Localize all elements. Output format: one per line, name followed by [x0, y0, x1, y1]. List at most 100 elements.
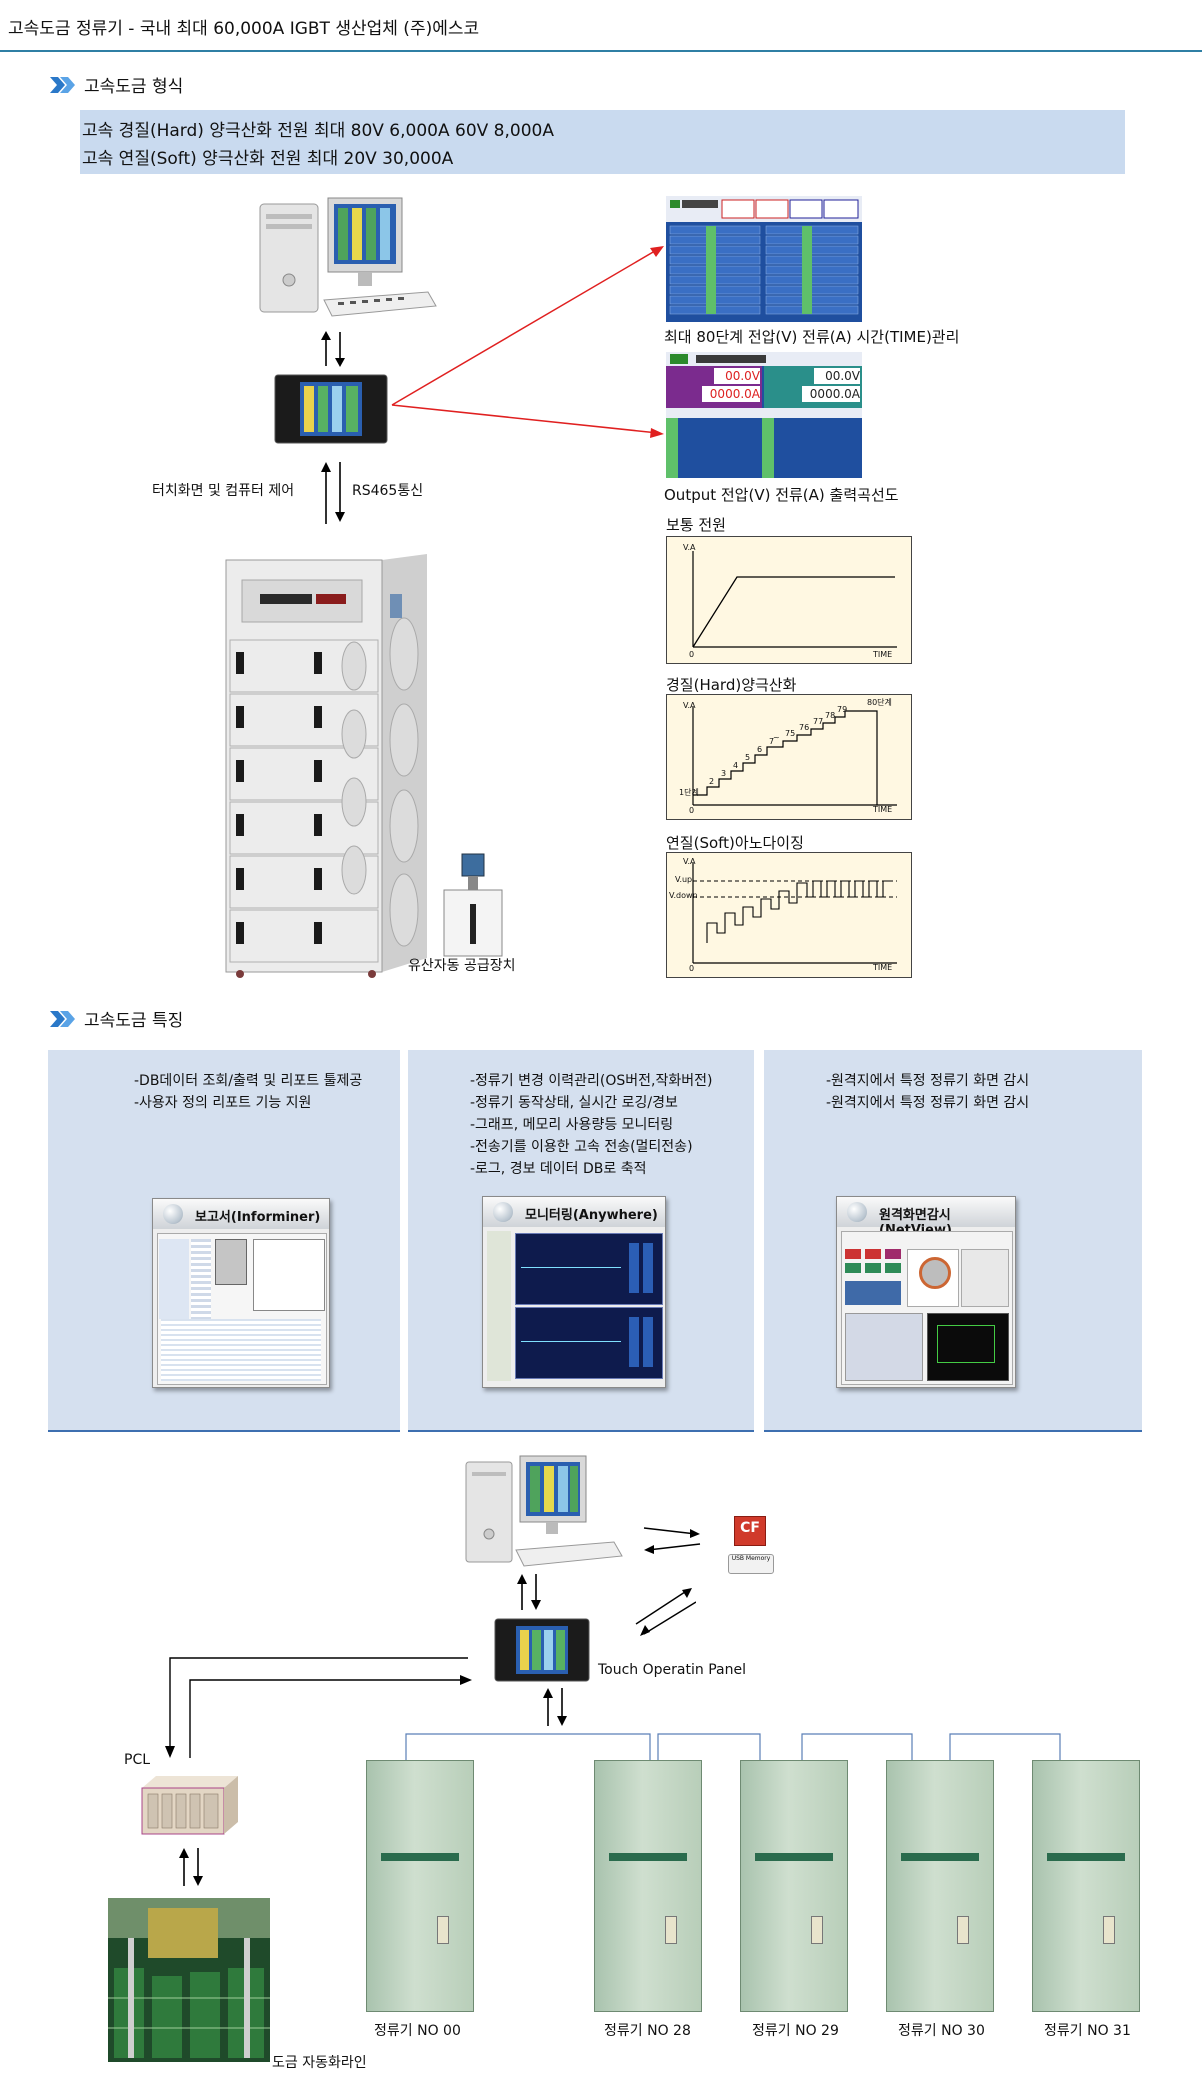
rectifier-cabinet-illustration — [225, 554, 427, 978]
graph2-step-label: 7 — [769, 737, 775, 746]
rectifier-label-28: 정류기 NO 28 — [604, 2023, 691, 2039]
feature-panel-netview: -원격지에서 특정 정류기 화면 감시 -원격지에서 특정 정류기 화면 감시 … — [764, 1050, 1142, 1432]
feature-list: -정류기 변경 이력관리(OS버전,작화버전) -정류기 동작상태, 실시간 로… — [470, 1070, 712, 1180]
section-heading-label: 고속도금 특징 — [84, 1011, 184, 1031]
screen-step-management — [666, 196, 862, 322]
rectifier-cabinet — [740, 1760, 848, 2012]
graph3-xlabel: TIME — [873, 963, 893, 972]
touch-panel-label: Touch Operatin Panel — [598, 1662, 746, 1678]
voltage-readout-1: 00.0V — [714, 368, 760, 384]
diagonal-arrows — [635, 1588, 696, 1636]
graph2-step-label: 75 — [785, 729, 796, 738]
spec-box: 고속 경질(Hard) 양극산화 전원 최대 80V 6,000A 60V 8,… — [80, 110, 1125, 174]
window-title: 보고서(Informiner) — [195, 1210, 321, 1225]
feature-line: -로그, 경보 데이터 DB로 축적 — [470, 1161, 647, 1177]
title-divider — [0, 50, 1202, 52]
feature-line: -정류기 변경 이력관리(OS버전,작화버전) — [470, 1073, 713, 1089]
graph2-step-label: 2 — [709, 777, 715, 786]
spec-line-soft: 고속 연질(Soft) 양극산화 전원 최대 20V 30,000A — [82, 149, 454, 169]
pump-illustration — [443, 853, 503, 957]
graph2-step-label: 3 — [721, 769, 727, 778]
graph-soft-anodizing: V.A V.up V.down TIME 0 — [666, 852, 912, 978]
section-heading-label: 고속도금 형식 — [84, 77, 184, 97]
feature-panel-report: -DB데이터 조회/출력 및 리포트 툴제공 -사용자 정의 리포트 기능 지원… — [48, 1050, 400, 1432]
graph2-ylabel: V.A — [683, 701, 696, 710]
feature-line: -정류기 동작상태, 실시간 로깅/경보 — [470, 1095, 678, 1111]
rectifier-label-00: 정류기 NO 00 — [374, 2023, 461, 2039]
cf-card-icon: CF — [734, 1516, 766, 1546]
feature-list: -DB데이터 조회/출력 및 리포트 툴제공 -사용자 정의 리포트 기능 지원 — [134, 1070, 362, 1114]
rectifier-label-30: 정류기 NO 30 — [898, 2023, 985, 2039]
feature-line: -그래프, 메모리 사용량등 모니터링 — [470, 1117, 674, 1133]
feature-line: -사용자 정의 리포트 기능 지원 — [134, 1095, 312, 1111]
graph2-step-label: 77 — [813, 717, 824, 726]
plating-line-photo — [108, 1898, 270, 2062]
graph1-ylabel: V.A — [683, 543, 696, 552]
rectifier-cabinet — [594, 1760, 702, 2012]
graph3-title: 연질(Soft)아노다이징 — [666, 834, 804, 852]
netview-window: 원격화면감시(NetView) — [836, 1196, 1016, 1388]
rectifier-label-31: 정류기 NO 31 — [1044, 2023, 1131, 2039]
updown-arrows-icon — [179, 1848, 203, 1886]
plating-line-label: 도금 자동화라인 — [272, 2055, 367, 2071]
rectifier-cabinet — [886, 1760, 994, 2012]
graph1-title: 보통 전원 — [666, 516, 726, 534]
graph2-last-step: 80단계 — [867, 698, 892, 707]
graph2-first-step: 1단계 — [679, 788, 699, 797]
spec-line-hard: 고속 경질(Hard) 양극산화 전원 최대 80V 6,000A 60V 8,… — [82, 121, 554, 141]
graph-hard-anodizing: V.A TIME 0 1단계 80단계 2 3 4 5 6 7 ~ 75 76 … — [666, 694, 912, 820]
switch-icon — [437, 1916, 449, 1944]
orb-icon — [163, 1204, 183, 1224]
pump-label: 유산자동 공급장치 — [408, 958, 516, 974]
rectifier-label-29: 정류기 NO 29 — [752, 2023, 839, 2039]
pcl-connection-arrows — [165, 1657, 472, 1758]
current-readout-1: 0000.0A — [702, 386, 760, 402]
rs465-label: RS465통신 — [352, 483, 424, 499]
pcl-label: PCL — [124, 1752, 151, 1768]
rectifier-cabinet — [366, 1760, 474, 2012]
usb-memory-icon: USB Memory — [728, 1554, 774, 1574]
switch-icon — [957, 1916, 969, 1944]
rectifier-cabinet — [1032, 1760, 1140, 2012]
switch-icon — [811, 1916, 823, 1944]
graph2-step-label: 79 — [837, 705, 848, 714]
graph-normal-power: V.A TIME 0 — [666, 536, 912, 664]
double-chevron-icon — [50, 1010, 75, 1027]
pcl-illustration — [141, 1776, 238, 1835]
feature-panel-monitoring: -정류기 변경 이력관리(OS버전,작화버전) -정류기 동작상태, 실시간 로… — [408, 1050, 754, 1432]
graph1-xlabel: TIME — [873, 650, 893, 659]
pc-illustration-bottom — [465, 1455, 623, 1567]
graph2-title: 경질(Hard)양극산화 — [666, 676, 797, 694]
graph2-step-label: 78 — [825, 711, 836, 720]
graph2-step-label: 4 — [733, 761, 739, 770]
current-readout-2: 0000.0A — [802, 386, 860, 402]
red-arrows — [391, 246, 664, 438]
pc-illustration — [259, 197, 437, 317]
network-lines — [405, 1733, 1061, 1760]
updown-arrows-icon — [517, 1574, 541, 1610]
graph2-step-label: 6 — [757, 745, 763, 754]
voltage-readout-2: 00.0V — [814, 368, 860, 384]
bidirectional-arrows — [643, 1527, 701, 1554]
window-title: 모니터링(Anywhere) — [525, 1208, 658, 1223]
updown-arrows-icon — [543, 1688, 567, 1726]
graph3-vup: V.up — [675, 875, 693, 884]
control-label: 터치화면 및 컴퓨터 제어 — [152, 483, 295, 499]
feature-list: -원격지에서 특정 정류기 화면 감시 -원격지에서 특정 정류기 화면 감시 — [826, 1070, 1029, 1114]
touch-panel-illustration-bottom — [494, 1618, 590, 1682]
graph2-step-label: 76 — [799, 723, 810, 732]
graph3-vdown: V.down — [669, 891, 698, 900]
feature-line: -전송기를 이용한 고속 전송(멀티전송) — [470, 1139, 693, 1155]
graph3-ylabel: V.A — [683, 857, 696, 866]
page-title: 고속도금 정류기 - 국내 최대 60,000A IGBT 생산업체 (주)에스… — [8, 19, 480, 39]
orb-icon — [493, 1202, 513, 1222]
screen-output-curve: 00.0V 0000.0A 00.0V 0000.0A — [666, 352, 862, 478]
updown-long-arrows-icon — [321, 462, 345, 524]
graph2-step-label: 5 — [745, 753, 751, 762]
section-heading-features: 고속도금 특징 — [48, 1006, 183, 1031]
report-window: 보고서(Informiner) — [152, 1198, 330, 1388]
touch-panel-illustration — [274, 374, 388, 444]
section-heading-type: 고속도금 형식 — [48, 72, 183, 97]
graph3-origin: 0 — [689, 964, 695, 973]
updown-arrows-icon — [321, 331, 345, 367]
